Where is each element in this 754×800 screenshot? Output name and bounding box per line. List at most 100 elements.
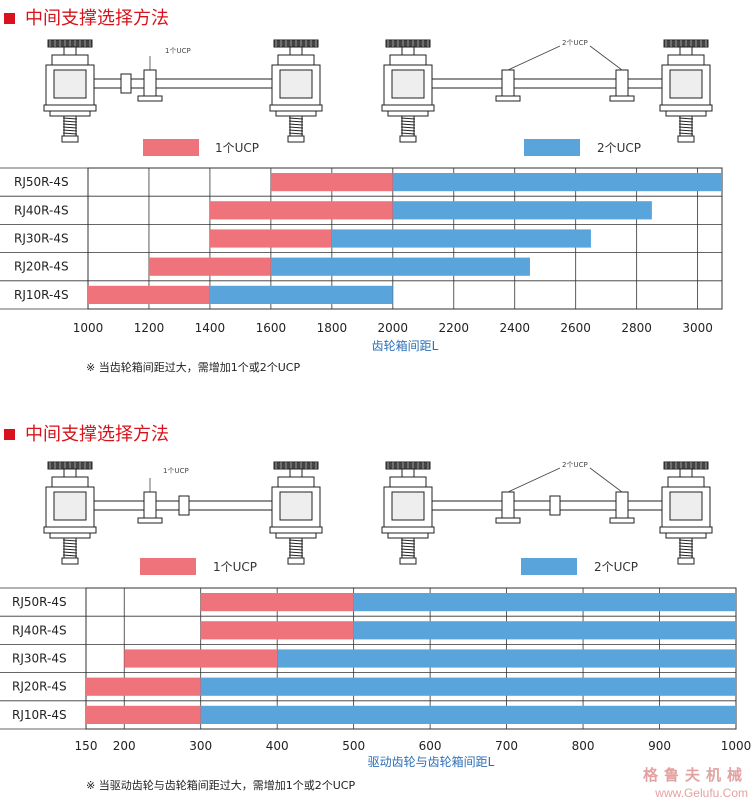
x-tick-label: 3000 xyxy=(682,321,713,335)
range-bar xyxy=(86,705,201,724)
x-tick-label: 400 xyxy=(266,739,289,753)
x-tick-label: 2400 xyxy=(499,321,530,335)
range-bar xyxy=(209,285,393,304)
x-tick-label: 1400 xyxy=(195,321,226,335)
left-callout-label: 1个UCP xyxy=(163,467,189,475)
gearbox-jack-icon xyxy=(381,39,435,143)
callout-leader xyxy=(507,467,561,493)
x-tick-label: 2600 xyxy=(560,321,591,335)
gearbox-jack-icon xyxy=(269,461,323,565)
right-callout-label: 2个UCP xyxy=(562,39,588,47)
x-tick-label: 1600 xyxy=(256,321,287,335)
range-bar xyxy=(88,285,210,304)
category-label: RJ10R-4S xyxy=(14,288,69,302)
x-tick-label: 700 xyxy=(495,739,518,753)
note-1: ※ 当齿轮箱间距过大，需增加1个或2个UCP xyxy=(86,361,301,374)
callout-leader xyxy=(589,45,623,71)
coupling-icon xyxy=(549,495,561,516)
watermark: 格鲁夫机械 www.Gelufu.Com xyxy=(643,764,748,800)
section-1-title-text: 中间支撑选择方法 xyxy=(25,8,169,29)
x-tick-label: 900 xyxy=(648,739,671,753)
range-bar xyxy=(200,677,737,696)
x-tick-label: 800 xyxy=(572,739,595,753)
coupling-icon xyxy=(120,73,132,94)
x-axis-label: 驱动齿轮与齿轮箱间距L xyxy=(368,754,495,769)
category-label: RJ20R-4S xyxy=(12,680,67,694)
category-label: RJ40R-4S xyxy=(12,623,67,637)
range-bar xyxy=(200,593,354,612)
range-bar xyxy=(270,173,393,192)
title-marker-icon xyxy=(4,428,15,440)
title-marker-icon xyxy=(4,12,15,24)
gearbox-jack-icon xyxy=(43,461,97,565)
shaft-icon xyxy=(93,78,273,89)
range-bar xyxy=(148,257,271,276)
category-label: RJ50R-4S xyxy=(14,175,69,189)
category-label: RJ20R-4S xyxy=(14,260,69,274)
category-label: RJ30R-4S xyxy=(12,652,67,666)
gearbox-jack-icon xyxy=(659,39,713,143)
gearbox-jack-icon xyxy=(269,39,323,143)
x-tick-label: 2200 xyxy=(438,321,469,335)
range-bar xyxy=(353,593,736,612)
legend-swatch-1ucp xyxy=(140,558,196,575)
x-tick-label: 150 xyxy=(75,739,98,753)
range-bar xyxy=(86,677,201,696)
x-tick-label: 1800 xyxy=(317,321,348,335)
x-tick-label: 500 xyxy=(342,739,365,753)
x-tick-label: 2000 xyxy=(378,321,409,335)
category-label: RJ40R-4S xyxy=(14,203,69,217)
gearbox-jack-icon xyxy=(659,461,713,565)
x-tick-label: 600 xyxy=(419,739,442,753)
shaft-icon xyxy=(431,500,663,511)
range-chart-2: RJ50R-4S RJ40R-4S RJ30R-4S RJ20R-4S RJ10R-4S… xyxy=(0,587,752,769)
note-2: ※ 当驱动齿轮与齿轮箱间距过大，需增加1个或2个UCP xyxy=(86,779,356,792)
range-chart-1: RJ50R-4S RJ40R-4S RJ30R-4S RJ20R-4S RJ10R-4S… xyxy=(0,167,723,353)
x-tick-label: 1200 xyxy=(134,321,165,335)
section-1-title: 中间支撑选择方法 xyxy=(0,4,169,30)
legend-label-1ucp: 1个UCP xyxy=(215,141,260,155)
legend-label-2ucp: 2个UCP xyxy=(597,141,642,155)
category-label: RJ30R-4S xyxy=(14,232,69,246)
legend-swatch-2ucp xyxy=(521,558,577,575)
legend-label-2ucp: 2个UCP xyxy=(594,560,639,574)
callout-leader xyxy=(589,467,623,493)
legend-label-1ucp: 1个UCP xyxy=(213,560,258,574)
pillow-block-icon xyxy=(609,69,635,102)
x-tick-label: 1000 xyxy=(73,321,104,335)
range-bar xyxy=(353,621,736,640)
pillow-block-icon xyxy=(495,69,521,102)
pillow-block-icon xyxy=(609,491,635,524)
range-bar xyxy=(392,201,652,220)
range-bar xyxy=(200,621,354,640)
range-bar xyxy=(270,257,530,276)
section-2-title-text: 中间支撑选择方法 xyxy=(25,424,169,445)
right-callout-label: 2个UCP xyxy=(562,461,588,469)
support-diagram-1: 1个UCP 2个UCP xyxy=(43,39,713,143)
callout-leader xyxy=(507,45,561,71)
range-bar xyxy=(392,173,722,192)
range-bar xyxy=(124,649,278,668)
support-diagram-2: 1个UCP 2个UCP xyxy=(43,461,713,565)
category-label: RJ10R-4S xyxy=(12,708,67,722)
x-tick-label: 1000 xyxy=(721,739,752,753)
watermark-url: www.Gelufu.Com xyxy=(655,786,748,800)
range-bar xyxy=(209,201,393,220)
x-axis-label: 齿轮箱间距L xyxy=(372,338,439,353)
category-label: RJ50R-4S xyxy=(12,595,67,609)
legend-swatch-2ucp xyxy=(524,139,580,156)
range-bar xyxy=(331,229,591,248)
x-tick-label: 300 xyxy=(189,739,212,753)
coupling-icon xyxy=(178,495,190,516)
left-callout-label: 1个UCP xyxy=(165,47,191,55)
range-bar xyxy=(200,705,737,724)
range-bar xyxy=(277,649,736,668)
shaft-icon xyxy=(431,78,663,89)
watermark-brand: 格鲁夫机械 xyxy=(642,766,748,784)
gearbox-jack-icon xyxy=(43,39,97,143)
x-tick-label: 2800 xyxy=(621,321,652,335)
range-bar xyxy=(209,229,332,248)
x-tick-label: 200 xyxy=(113,739,136,753)
section-2-title: 中间支撑选择方法 xyxy=(0,420,169,446)
